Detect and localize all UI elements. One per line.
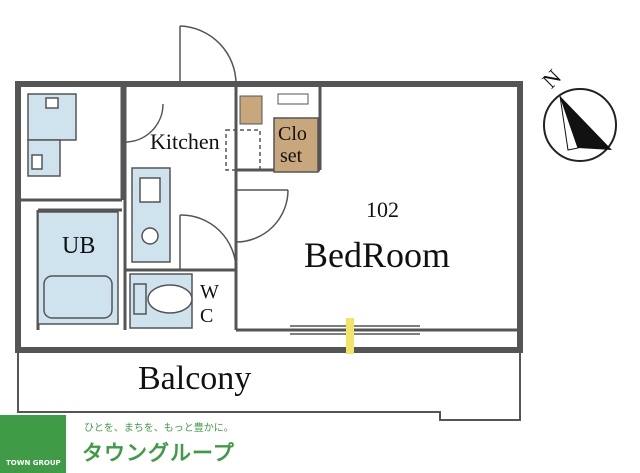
kitchen-sink bbox=[131, 167, 171, 263]
wc-label-2: C bbox=[200, 305, 214, 327]
brand-name: タウングループ bbox=[82, 441, 235, 465]
bedroom-door bbox=[235, 189, 289, 243]
kitchen-label: Kitchen bbox=[150, 129, 220, 154]
closet-box bbox=[273, 117, 319, 173]
brand-logo-text: TOWN GROUP bbox=[6, 459, 61, 467]
unit-number: 102 bbox=[366, 197, 399, 222]
entrance-door bbox=[179, 25, 237, 85]
balcony-label: Balcony bbox=[138, 360, 252, 397]
washbasin bbox=[27, 93, 77, 177]
toilet bbox=[129, 273, 193, 329]
wc-door bbox=[179, 214, 237, 271]
sliding-window bbox=[290, 318, 420, 354]
wc-label-1: W bbox=[200, 281, 219, 303]
brand-slogan: ひとを、まちを、もっと豊かに。 bbox=[84, 423, 234, 434]
compass-icon bbox=[543, 88, 617, 162]
bathtub bbox=[37, 211, 119, 325]
brand-logo-block bbox=[0, 415, 66, 473]
closet-label-1: Clo bbox=[278, 123, 307, 145]
laundry-space bbox=[239, 95, 263, 125]
fridge-space bbox=[225, 129, 261, 171]
shelf bbox=[277, 93, 309, 105]
closet-label-2: set bbox=[280, 145, 303, 167]
bath-label: UB bbox=[62, 233, 96, 259]
kitchen-side-door bbox=[124, 103, 164, 143]
bedroom-label: BedRoom bbox=[304, 235, 451, 275]
balcony-outline bbox=[17, 350, 521, 421]
